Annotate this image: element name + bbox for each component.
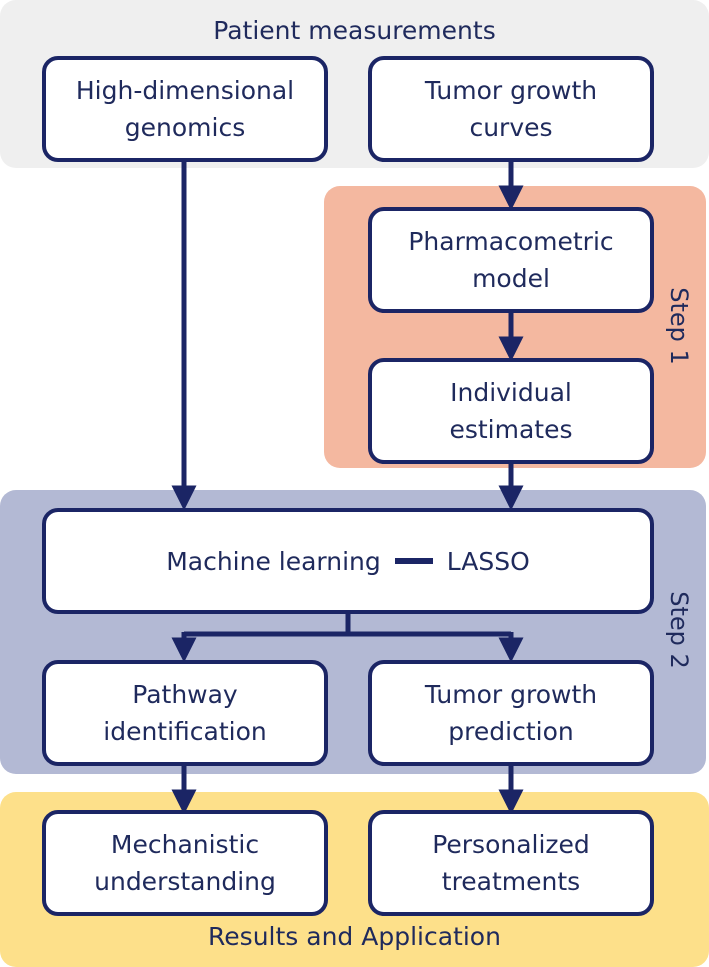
personalized-treatments-box: Personalized treatments	[368, 810, 654, 916]
personalized-line-2: treatments	[441, 867, 581, 896]
pathway-identification-box: Pathway identification	[42, 660, 328, 766]
pharmacometric-line-1: Pharmacometric	[408, 227, 614, 256]
mechanistic-line-1: Mechanistic	[110, 830, 260, 859]
mechanistic-understanding-box: Mechanistic understanding	[42, 810, 328, 916]
genomics-box: High-dimensional genomics	[42, 56, 328, 162]
patient-measurements-title: Patient measurements	[213, 16, 496, 45]
individual-estimates-box: Individual estimates	[368, 358, 654, 464]
tumor-growth-prediction-box: Tumor growth prediction	[368, 660, 654, 766]
dash-connector	[394, 558, 433, 564]
tumor-prediction-line-2: prediction	[448, 717, 574, 746]
tumor-prediction-line-1: Tumor growth	[424, 680, 598, 709]
machine-learning-lasso-box: Machine learning LASSO	[42, 508, 654, 614]
tumor-curves-line-2: curves	[469, 113, 553, 142]
results-application-title: Results and Application	[208, 922, 501, 951]
mechanistic-line-2: understanding	[94, 867, 276, 896]
genomics-line-1: High-dimensional	[75, 76, 295, 105]
genomics-line-2: genomics	[124, 113, 246, 142]
pathway-line-2: identification	[103, 717, 267, 746]
tumor-growth-curves-box: Tumor growth curves	[368, 56, 654, 162]
individual-line-2: estimates	[449, 415, 573, 444]
lasso-label: LASSO	[446, 546, 530, 576]
machine-learning-label: Machine learning	[166, 546, 381, 576]
pathway-line-1: Pathway	[132, 680, 238, 709]
personalized-line-1: Personalized	[432, 830, 590, 859]
tumor-curves-line-1: Tumor growth	[424, 76, 598, 105]
pharmacometric-model-box: Pharmacometric model	[368, 207, 654, 313]
pharmacometric-line-2: model	[472, 264, 550, 293]
individual-line-1: Individual	[450, 378, 572, 407]
